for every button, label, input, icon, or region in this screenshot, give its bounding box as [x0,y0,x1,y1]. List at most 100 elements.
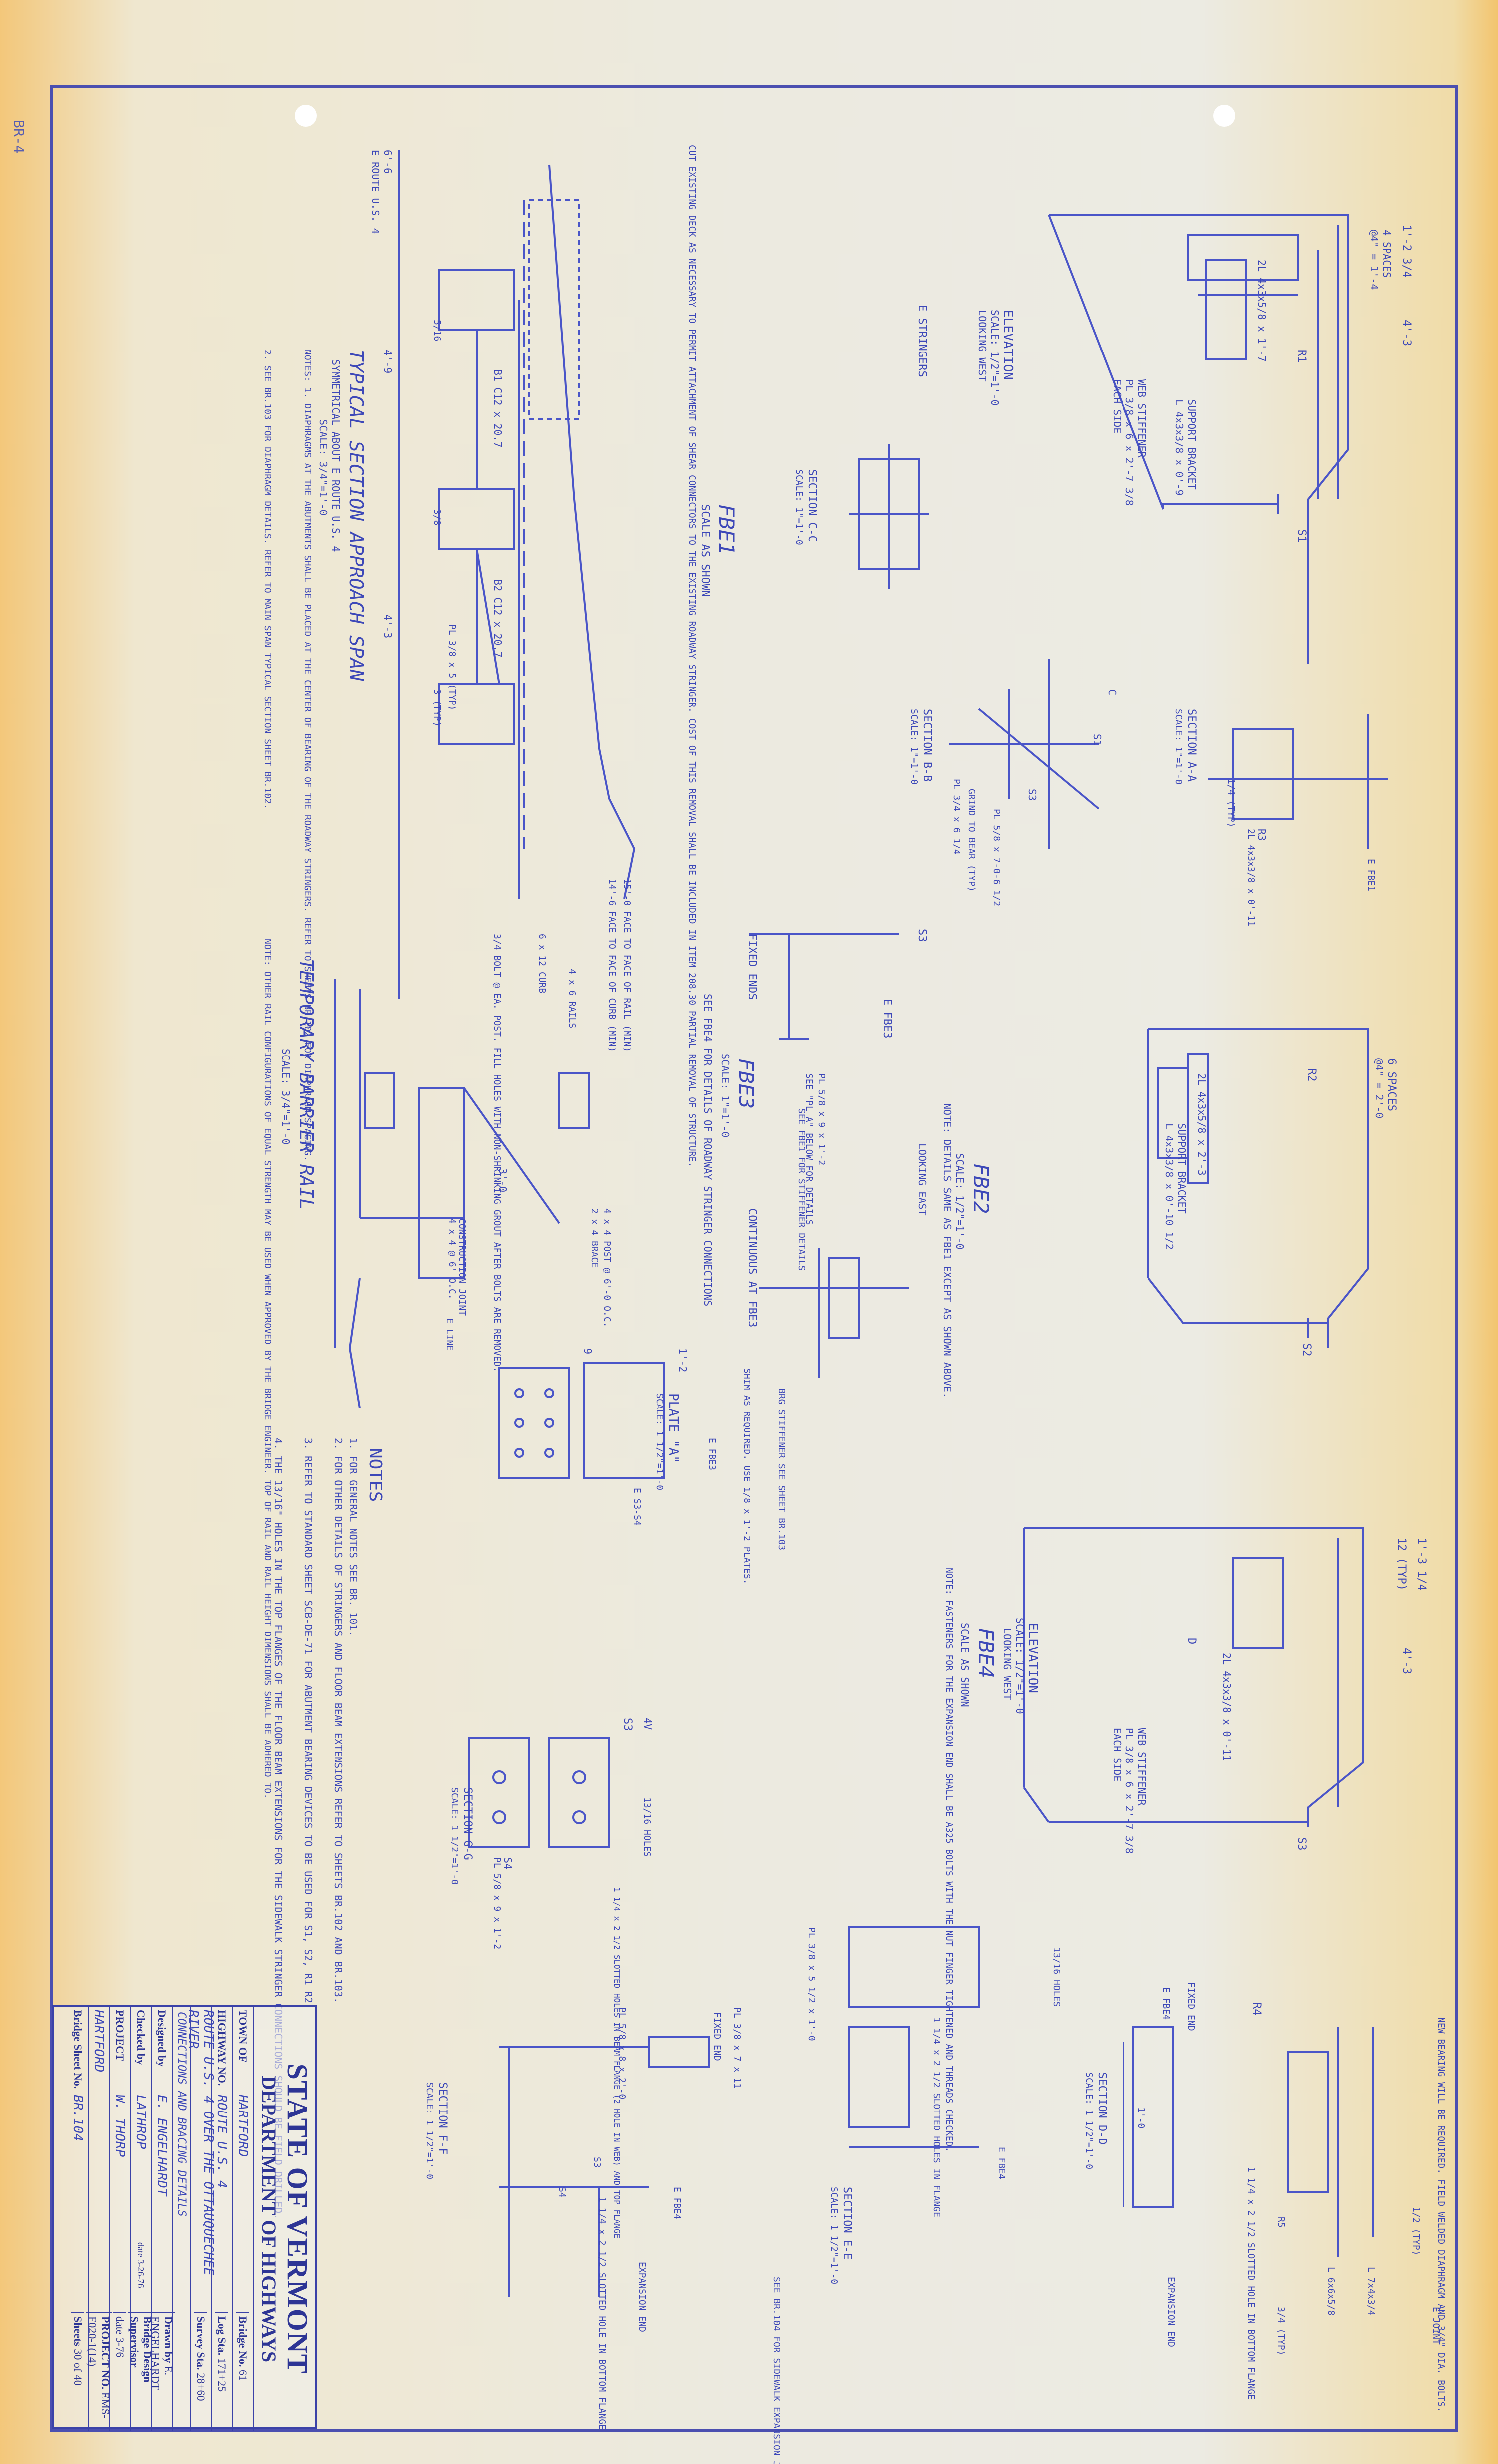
title-block-row: ROUTE U.S. 4 OVER THE OTTAUQUECHEE RIVER… [186,2007,216,2431]
section-b-title: SECTION B-B [921,709,933,782]
section-g-scale: SCALE: 1 1/2"=1'-0 [449,1787,460,1885]
section-e-label: 13/16 HOLES [1051,1947,1062,2007]
section-b-label: S1 [1091,734,1103,746]
sheets-label: Sheets [72,2316,84,2346]
fbe1-label: 2L 4x3x5/8 x 1'-7 [1256,260,1268,362]
fbe4-looking: LOOKING WEST [1001,1628,1013,1700]
section-d-label: R5 [1276,2217,1286,2228]
section-d-label: 1/2 (TYP) [1411,2207,1421,2256]
fbe2-labels: FBE2 SCALE: 1/2"=1'-0 NOTE: DETAILS SAME… [916,1058,1398,1398]
fbe4-label: 1'-3 1/4 [1415,1538,1428,1591]
typical-section-scale: SCALE: 3/4"=1'-0 [317,419,329,516]
barrier-rail-scale: SCALE: 3/4"=1'-0 [280,1049,292,1145]
section-f-label: S3 [592,2157,602,2168]
barrier-rail-title: TEMPORARY BARRIER RAIL [295,959,317,1210]
section-e-label: 1 1/4 x 2 1/2 SLOTTED HOLES IN FLANGE [931,2017,942,2217]
town-value: HARTFORD [235,2095,250,2157]
fbe2-label: SUPPORT BRACKET [1176,1123,1188,1214]
drawing-border [50,85,1458,2432]
designed-value: E. ENGELHARDT [154,2095,169,2196]
fbe1-sections-ab [949,659,1388,849]
project-value: HARTFORD [91,2010,106,2073]
typical-section-label: 5/16 [432,320,442,341]
section-g-label: 13/16 HOLES [642,1797,652,1857]
section-d-label: 1'-0 [1136,2107,1146,2128]
section-d-scale: SCALE: 1 1/2"=1'-0 [1084,2072,1094,2169]
plate-a-label: E FBE3 [707,1438,717,1470]
fbe4-label: R4 [1250,2002,1263,2016]
fbe1-looking: LOOKING WEST [976,310,988,382]
section-g-label: PL 5/8 x 9 x 1'-2 [492,1857,502,1949]
section-e-label: E FBE4 [996,2147,1007,2179]
section-d-label: L 7x4x3/4 [1366,2267,1376,2316]
plate-a-scale: SCALE: 1 1/2"=1'-0 [654,1393,665,1490]
title-block-row: Designed by E. ENGELHARDT Drawn by E. EN… [149,2007,175,2431]
section-b-scale: SCALE: 1"=1'-0 [909,709,919,785]
fbe4-label: 2L 4x3x3/8 x 0'-11 [1221,1653,1233,1761]
fbe1-label: SCALE: 1"=1'-0 [794,469,804,545]
fbe1-label: WEB STIFFENER [1136,379,1148,458]
barrier-rail-label: 4 x 4 POST @ 6'-0 O.C. [602,1208,612,1327]
section-b-label: PL 3/4 x 6 1/4 [951,779,962,855]
barrier-rail-label: 6 x 12 CURB [537,934,547,993]
fbe4-labels: FBE4 SCALE AS SHOWN NOTE: FASTENERS FOR … [424,1538,1446,2464]
supervisor-value: W. THORP [112,2095,127,2157]
fbe1-label: E STRINGERS [916,305,928,377]
fbe1-label: @4" = 1'-4 [1368,230,1380,290]
section-f-title: SECTION F-F [436,2082,449,2155]
fbe1-elevation [1048,214,1349,664]
bridge-sheet-value: BR.104 [70,2095,85,2141]
fbe4-label: S3 [1295,1837,1308,1851]
typical-section-note: NOTES: 1. DIAPHRAGMS AT THE ABUTMENTS SH… [302,350,313,1161]
typical-section-label: B2 C12 x 20.7 [492,579,504,658]
log-sta-label: Log Sta. [216,2316,228,2356]
title-block-row: Checked by LATHROP date 3-26-76 Bridge D… [128,2007,154,2431]
fbe3-title: FBE3 [734,1058,758,1109]
fbe2-label: 6 SPACES [1385,1058,1398,1111]
typical-section-drawing [398,150,636,999]
drawn-label: Drawn by [162,2316,175,2363]
fbe3-label: SEE "PL A" BELOW FOR DETAILS [804,1073,814,1225]
bridge-no-value: 61 [237,2369,249,2381]
section-d-label: 1 1/4 x 2 1/2 SLOTTED HOLE IN BOTTOM FLA… [1246,2167,1256,2400]
section-d-label: E FBE4 [1161,1987,1171,2020]
section-e-title: SECTION E-E [841,2187,853,2260]
removal-note: CUT EXISTING DECK AS NECESSARY TO PERMIT… [687,145,697,1167]
section-f-label: PL 3/8 x 7 x 11 [732,2007,742,2089]
bridge-sheet-label: Bridge Sheet No. [72,2010,84,2089]
title-block-department: DEPARTMENT OF HIGHWAYS [253,2007,281,2431]
fbe1-label: 1'-2 3/4 [1400,225,1413,278]
typical-section-label: PL 3/8 x 5 (TYP) [447,624,457,710]
section-b-label: S3 [1026,789,1038,801]
typical-section-label: E ROUTE U.S. 4 [370,150,381,234]
section-g-title: SECTION G-G [461,1787,474,1860]
fbe3-labels: FBE3 SCALE: 1"=1'-0 SEE FBE4 FOR DETAILS… [582,929,928,1584]
barrier-rail-note: NOTE: OTHER RAIL CONFIGURATIONS OF EQUAL… [262,939,273,1799]
fbe2-elevation [1147,1028,1369,1348]
town-label: TOWN OF [237,2010,249,2063]
checked-date: date 3-26-76 [136,2242,146,2288]
title-block-row: HARTFORD PROJECT NO. EMS-F020-1(14) [86,2007,112,2431]
barrier-rail-label: 3'-0 [497,1168,509,1192]
fbe1-scale: SCALE AS SHOWN [699,504,711,597]
checked-value: LATHROP [133,2095,148,2149]
section-b-label: C [1106,689,1118,695]
plate-a-label: 9 [582,1348,594,1354]
fbe4-label: PL 3/8 x 6 x 2'-7 3/8 [1124,1728,1135,1854]
fbe1-label: S1 [1295,529,1308,543]
fbe4-section-d [1123,2026,1374,2257]
typical-section-note: 2. SEE BR.103 FOR DIAPHRAGM DETAILS. REF… [262,350,273,809]
fbe3-label: E FBE3 [881,999,893,1038]
title-block: STATE OF VERMONT DEPARTMENT OF HIGHWAYS … [52,2005,317,2431]
section-g-label: S3 [621,1718,634,1731]
plate-a-title: PLATE "A" [666,1393,681,1463]
supervisor-date: date 3-76 [113,2312,126,2431]
title-block-row: PROJECT W. THORP date 3-76 [109,2007,130,2431]
section-f-label: FIXED END [712,2012,722,2061]
typical-section-labels: TYPICAL SECTION APPROACH SPAN SYMMETRICA… [262,145,697,1167]
plate-a-label: E S3-S4 [632,1488,642,1526]
fbe4-label: 4'-3 [1400,1648,1413,1674]
fbe3-label: FIXED ENDS [746,934,758,1000]
punch-hole [295,105,317,127]
